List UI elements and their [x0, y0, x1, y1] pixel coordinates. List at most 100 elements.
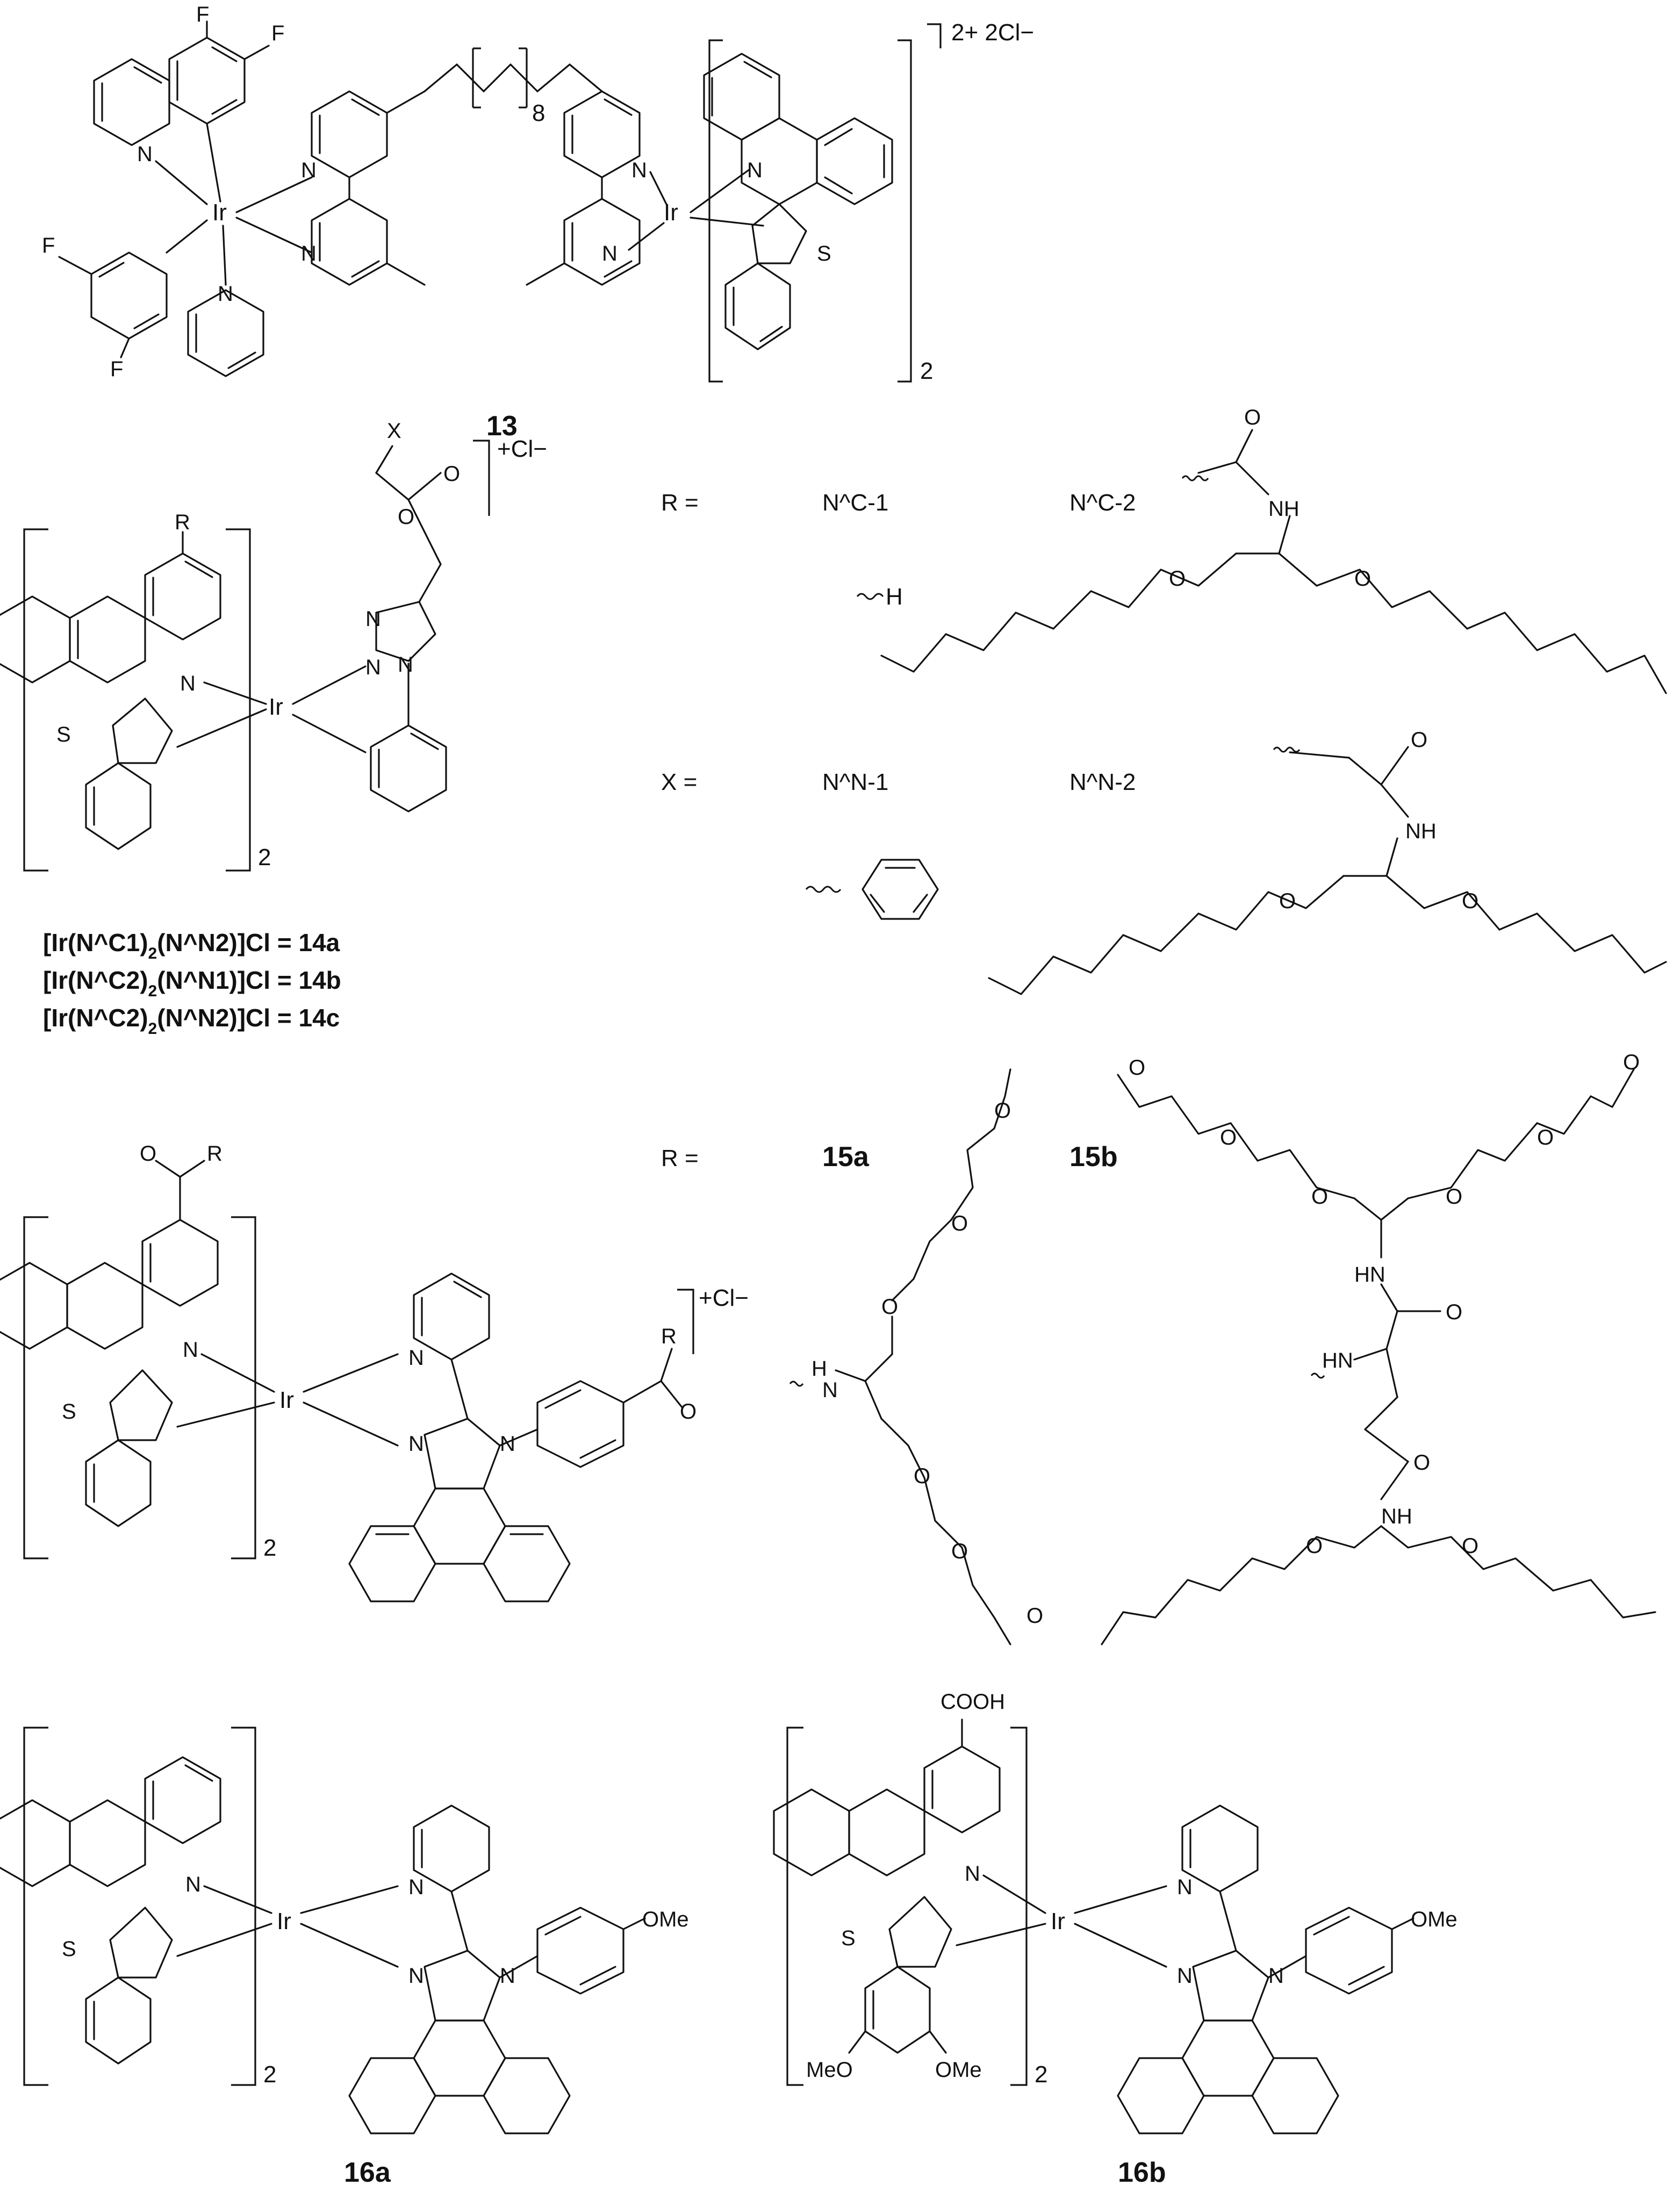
nitrogen-atom: N	[602, 242, 618, 265]
benzothiophene-ring	[85, 1907, 173, 2065]
bipyridine-left	[311, 90, 426, 286]
pyridine-ring	[413, 1804, 490, 1893]
nn1-label: N^N-1	[822, 769, 888, 795]
x-equals-label: X =	[661, 769, 697, 795]
nitrogen-atom: N	[1177, 1875, 1193, 1899]
oxygen-atom: O	[1311, 1185, 1328, 1209]
phenanthridine-ring	[0, 531, 221, 684]
oxygen-atom: O	[1306, 1534, 1323, 1558]
sulfur-atom: S	[841, 1926, 856, 1950]
compound-label: 13	[486, 411, 518, 442]
fluorine-atom: F	[110, 357, 123, 381]
r-equals-label: R =	[661, 1145, 699, 1171]
bracket-subscript: 2	[920, 358, 933, 384]
charge-label: +Cl−	[497, 436, 547, 462]
phenanthrene-ring	[1117, 2019, 1339, 2134]
amide-nh: NH	[1268, 497, 1300, 521]
formula-14c: [Ir(N^C2)2(N^N2)]Cl = 14c	[43, 1004, 340, 1038]
oxygen-atom: O	[1446, 1185, 1462, 1209]
nitrogen-atom: N	[183, 1338, 198, 1362]
nitrogen-atom: N	[301, 159, 317, 182]
oxygen-atom: O	[1413, 1451, 1430, 1475]
amine-n: N	[822, 1378, 838, 1402]
sulfur-atom: S	[62, 1937, 76, 1961]
oxygen-atom: O	[1169, 567, 1186, 591]
keto-group-top	[155, 1160, 205, 1221]
nitrogen-atom: N	[408, 1875, 424, 1899]
phenanthridine-ring	[773, 1745, 1001, 1876]
amide-nh: NH	[1381, 1505, 1412, 1528]
iridium-atom: Ir	[279, 1387, 294, 1413]
nitrogen-atom: N	[1268, 1964, 1284, 1988]
oxygen-atom: O	[951, 1212, 968, 1235]
r-substituent-label: R	[207, 1142, 222, 1166]
methoxy-label: OMe	[642, 1908, 689, 1931]
nitrogen-atom: N	[365, 607, 381, 631]
oxygen-atom: O	[1411, 728, 1427, 752]
nitrogen-atom: N	[500, 1432, 515, 1456]
pyridine-ring	[413, 1272, 490, 1361]
repeat-count: 8	[532, 100, 545, 126]
hydrogen-atom: H	[886, 584, 903, 610]
nitrogen-atom: N	[408, 1346, 424, 1370]
pyridine-ring	[1181, 1804, 1259, 1893]
bracket-subscript: 2	[258, 844, 271, 871]
sulfur-atom: S	[56, 723, 71, 746]
oxygen-atom: O	[1026, 1604, 1043, 1628]
oxygen-atom: O	[1129, 1056, 1145, 1080]
oxygen-atom: O	[140, 1142, 156, 1166]
phenanthrene-ring	[348, 1487, 571, 1602]
phenyl-ring	[370, 663, 447, 813]
imidazole-ring	[1192, 1890, 1307, 2022]
compound-label-16b: 16b	[1118, 2157, 1166, 2188]
nitrogen-atom: N	[500, 1964, 515, 1988]
sulfur-atom: S	[62, 1400, 76, 1423]
nitrogen-atom: N	[137, 142, 153, 166]
phenanthridine-ring	[0, 1219, 219, 1350]
oxygen-atom: O	[881, 1295, 898, 1319]
formula-14b: [Ir(N^C2)2(N^N1)]Cl = 14b	[43, 966, 341, 1000]
carboxylic-acid-label: COOH	[940, 1690, 1005, 1714]
x-substituent-label: X	[387, 419, 401, 443]
oxygen-atom: O	[1446, 1300, 1462, 1324]
compound-label-15a: 15a	[822, 1141, 870, 1173]
benzoyl-ring	[536, 1348, 684, 1468]
oxygen-atom: O	[1537, 1126, 1554, 1149]
oxygen-atom: O	[443, 462, 460, 486]
oxygen-atom: O	[1462, 1534, 1478, 1558]
r-substituent-label: R	[175, 510, 190, 534]
r-equals-label: R =	[661, 490, 699, 516]
compound-14: R N S 2 Ir N N N	[0, 419, 547, 1038]
difluorophenyl-ring-lower	[58, 251, 168, 358]
oxygen-atom: O	[1279, 889, 1296, 913]
bipyridine-right	[526, 90, 641, 286]
charge-label: 2+ 2Cl−	[951, 19, 1034, 46]
oxygen-atom: O	[1623, 1051, 1640, 1074]
fluorine-atom: F	[271, 21, 284, 45]
pyridine-ring-upper	[93, 58, 170, 146]
fluorine-atom: F	[42, 234, 55, 257]
nn2-label: N^N-2	[1069, 769, 1136, 795]
methoxy-label: OMe	[1411, 1908, 1458, 1931]
bracket-subscript: 2	[263, 1535, 276, 1561]
iridium-atom: Ir	[212, 199, 227, 226]
substituent-table-14: R = N^C-1 N^C-2 H X = N^N-1 N^N-2 O N	[661, 406, 1667, 995]
repeat-bracket	[708, 39, 912, 383]
peg-dendron-nc2	[880, 429, 1667, 694]
alkyl-linker	[423, 47, 603, 109]
fluorine-atom: F	[196, 3, 209, 26]
amine-hn: HN	[1322, 1349, 1353, 1372]
oxygen-atom: O	[994, 1099, 1011, 1123]
oxygen-atom: O	[951, 1540, 968, 1563]
pyridine-ring-lower	[187, 289, 264, 377]
phenyl-ring-substituent	[805, 859, 939, 920]
sulfur-atom: S	[817, 242, 831, 265]
benzothiophene-ring	[724, 203, 807, 350]
amide-nh: NH	[1405, 819, 1437, 843]
imidazole-ring	[423, 1358, 539, 1490]
amide-hn: HN	[1354, 1263, 1385, 1286]
oxygen-atom: O	[1462, 889, 1478, 913]
nitrogen-atom: N	[408, 1964, 424, 1988]
compound-label-15b: 15b	[1069, 1141, 1118, 1173]
